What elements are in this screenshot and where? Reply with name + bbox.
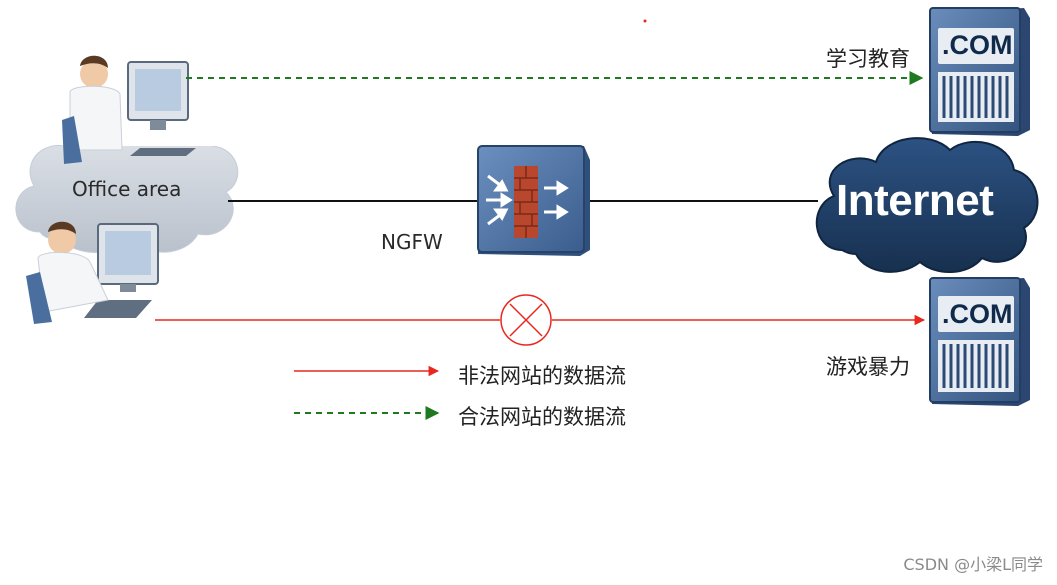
server-study-label: 学习教育: [826, 47, 910, 71]
blocked-x-icon: [500, 294, 552, 346]
legend-illegal-label: 非法网站的数据流: [458, 364, 626, 388]
server-game-label: 游戏暴力: [826, 355, 910, 379]
server-game-icon: [929, 277, 1030, 406]
internet-label: Internet: [836, 176, 994, 225]
firewall-icon: [477, 145, 590, 256]
internet-cloud: [815, 137, 1039, 274]
server-study-badge: .COM: [942, 30, 1013, 60]
watermark: CSDN @小梁L同学: [903, 555, 1043, 574]
user-workstation-top-icon: [62, 55, 196, 164]
server-game-badge: .COM: [942, 299, 1013, 329]
legend-legal-label: 合法网站的数据流: [458, 405, 626, 429]
server-study-icon: [929, 7, 1030, 136]
firewall-label: NGFW: [381, 230, 443, 254]
office-area-label: Office area: [72, 177, 182, 201]
user-workstation-bottom-icon: [26, 221, 159, 324]
stray-dot: [643, 19, 647, 23]
